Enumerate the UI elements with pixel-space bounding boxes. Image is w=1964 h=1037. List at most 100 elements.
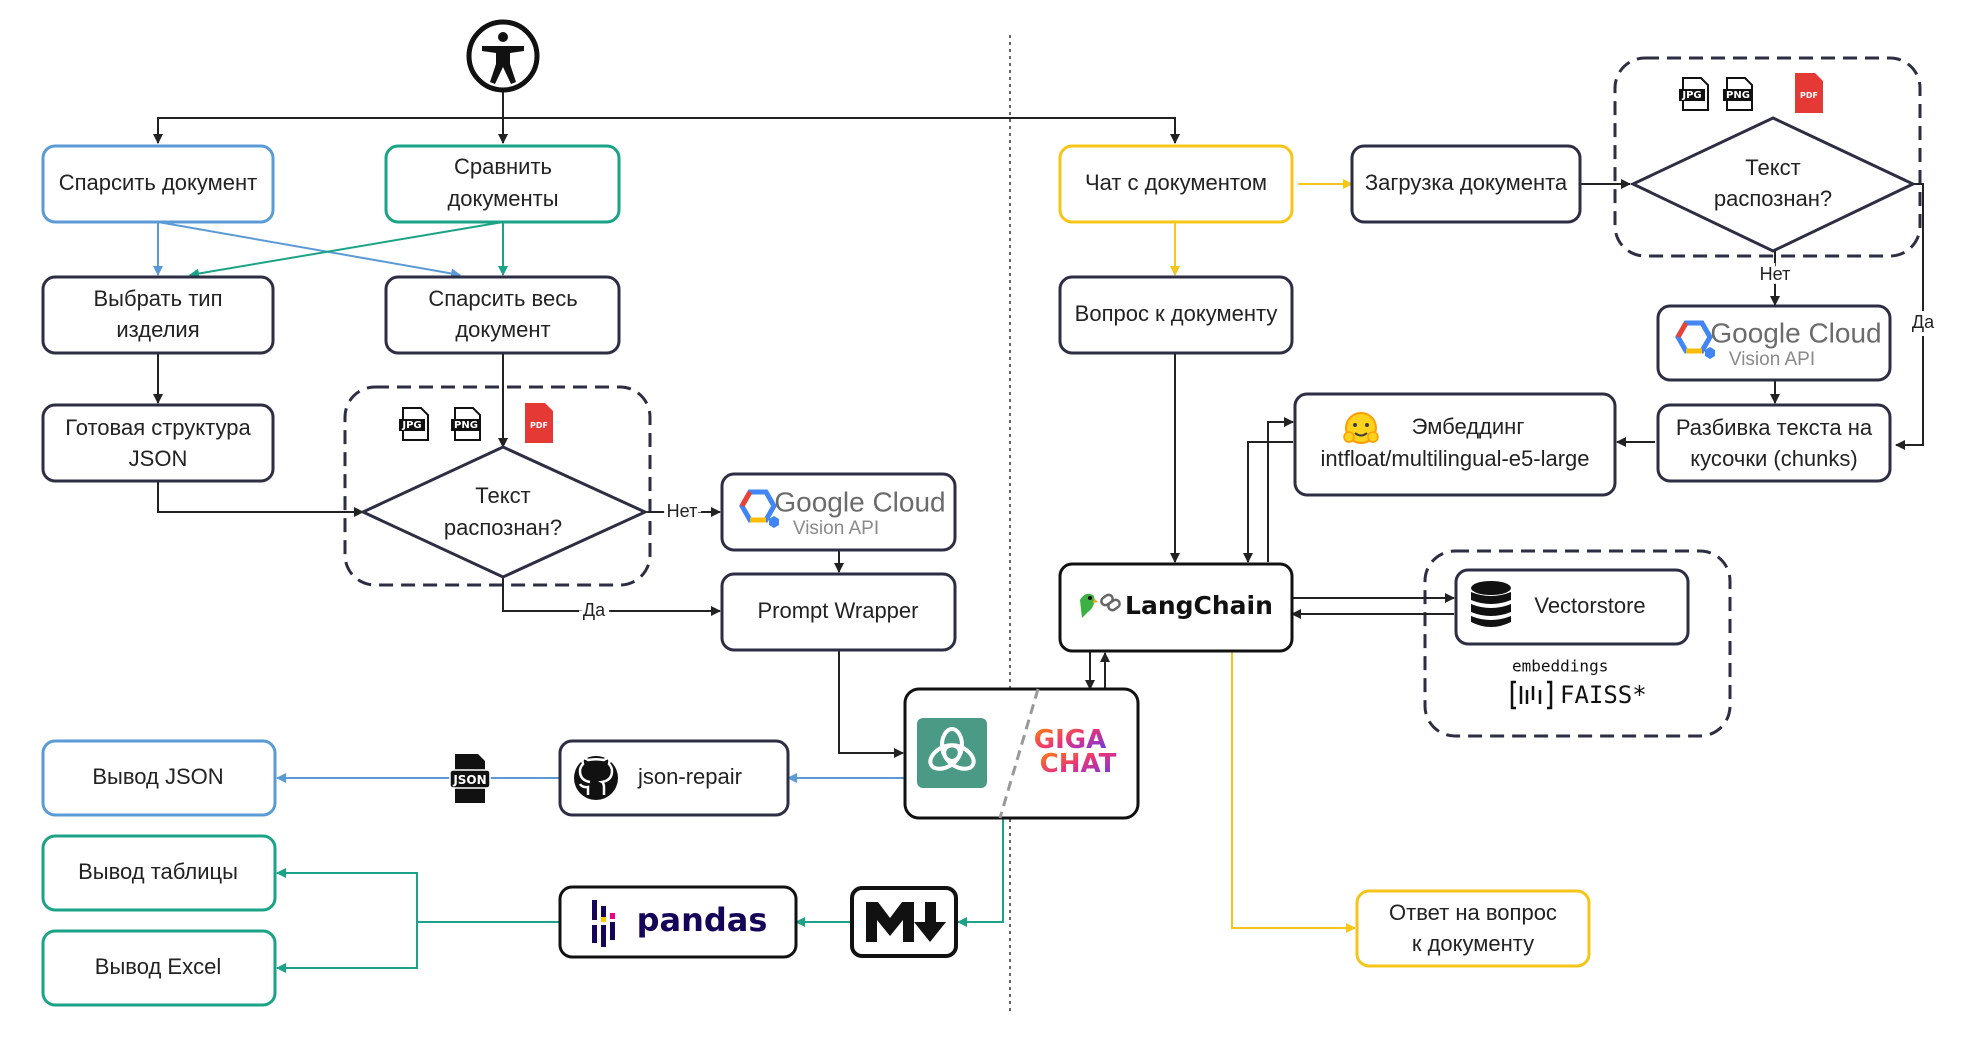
chat-with-document-node[interactable]: Чат с документом (1058, 144, 1294, 224)
text-chunking-label-1: Разбивка текста на (1676, 415, 1873, 440)
vision-api-label: Vision API (793, 518, 879, 539)
hugging-face-icon (1343, 412, 1379, 444)
choose-product-type-label-1: Выбрать тип (93, 286, 222, 311)
edge-label-yes-right: Да (1912, 312, 1935, 332)
google-cloud-vision-node-right[interactable]: Google Cloud Vision API (1656, 304, 1892, 382)
svg-text:PNG: PNG (1726, 90, 1750, 101)
faiss-logo: embeddings FAISS* (1510, 657, 1647, 710)
upload-document-node[interactable]: Загрузка документа (1350, 144, 1582, 224)
chat-with-document-label: Чат с документом (1085, 170, 1267, 195)
svg-text:PDF: PDF (530, 421, 548, 430)
text-recognized-decision-right[interactable]: Текст распознан? (1629, 116, 1917, 253)
gigachat-logo: GIGA CHAT (1034, 725, 1117, 779)
parse-document-node[interactable]: Спарсить документ (41, 144, 275, 224)
prompt-wrapper-node[interactable]: Prompt Wrapper (720, 572, 957, 652)
github-icon (574, 756, 618, 800)
output-excel-label: Вывод Excel (95, 954, 221, 979)
google-cloud-icon (739, 489, 779, 528)
accessibility-person-icon (466, 19, 540, 93)
markdown-icon (866, 902, 946, 942)
embedding-label-1: Эмбеддинг (1412, 414, 1525, 439)
prompt-wrapper-label: Prompt Wrapper (758, 598, 919, 623)
parse-whole-document-node[interactable]: Спарсить весь документ (384, 275, 621, 355)
compare-documents-label-1: Сравнить (454, 154, 552, 179)
question-to-document-node[interactable]: Вопрос к документу (1058, 275, 1294, 355)
openai-icon (917, 718, 987, 788)
svg-text:GIGA: GIGA (1034, 725, 1106, 755)
edges-teal (189, 221, 1004, 973)
pandas-label: pandas (637, 901, 768, 939)
edges-dark (153, 90, 1924, 758)
compare-documents-node[interactable]: Сравнить документы (384, 144, 621, 224)
pandas-node[interactable]: pandas (558, 885, 798, 959)
pandas-icon (592, 900, 615, 947)
upload-document-label: Загрузка документа (1365, 170, 1568, 195)
compare-documents-label-2: документы (447, 186, 558, 211)
answer-node[interactable]: Ответ на вопрос к документу (1355, 889, 1591, 968)
text-chunking-label-2: кусочки (chunks) (1690, 446, 1857, 471)
faiss-icon (1510, 680, 1553, 710)
output-excel-node[interactable]: Вывод Excel (41, 929, 277, 1007)
choose-product-type-label-2: изделия (116, 317, 199, 342)
google-cloud-vision-node-left[interactable]: Google Cloud Vision API (720, 472, 957, 552)
svg-text:CHAT: CHAT (1040, 749, 1117, 779)
text-recognized-right-label-2: распознан? (1714, 186, 1832, 211)
output-json-node[interactable]: Вывод JSON (41, 739, 277, 817)
output-json-label: Вывод JSON (92, 764, 223, 789)
embeddings-caption: embeddings (1512, 657, 1608, 676)
svg-text:JPG: JPG (401, 420, 421, 431)
jpg-file-icon: JPG (399, 407, 429, 441)
edges-yellow (1170, 179, 1356, 933)
text-recognized-decision-left[interactable]: Текст распознан? (359, 445, 649, 579)
ready-json-structure-label-2: JSON (129, 446, 188, 471)
parrot-link-icon (1080, 593, 1121, 618)
edge-label-yes-left: Да (583, 600, 606, 620)
vectorstore-label: Vectorstore (1534, 593, 1645, 618)
ocr-group-right (1613, 56, 1922, 258)
output-table-label: Вывод таблицы (78, 859, 238, 884)
json-repair-label: json-repair (637, 764, 742, 789)
svg-text:JPG: JPG (1681, 90, 1701, 101)
json-repair-node[interactable]: json-repair (558, 739, 790, 817)
svg-text:PDF: PDF (1800, 91, 1818, 100)
pdf-file-icon: PDF (525, 403, 553, 443)
question-to-document-label: Вопрос к документу (1075, 301, 1278, 326)
embedding-label-2: intfloat/multilingual-e5-large (1320, 446, 1589, 471)
ocr-group-left (343, 385, 652, 587)
llm-node[interactable]: GIGA CHAT (903, 687, 1140, 820)
text-recognized-label-1: Текст (475, 483, 530, 508)
parse-document-label: Спарсить документ (59, 170, 258, 195)
google-cloud-label: Google Cloud (1710, 317, 1881, 348)
google-cloud-icon (1675, 320, 1715, 359)
png-file-icon: PNG (451, 407, 481, 441)
text-recognized-label-2: распознан? (444, 515, 562, 540)
svg-text:JSON: JSON (452, 773, 486, 787)
vectorstore-node[interactable]: Vectorstore (1454, 568, 1690, 646)
embedding-node[interactable]: Эмбеддинг intfloat/multilingual-e5-large (1293, 392, 1617, 497)
ready-json-structure-node[interactable]: Готовая структура JSON (41, 403, 275, 483)
edges-blue (153, 221, 908, 783)
vision-api-label: Vision API (1729, 349, 1815, 370)
langchain-label: LangChain (1125, 591, 1273, 620)
parse-whole-document-label-1: Спарсить весь (428, 286, 577, 311)
answer-label-1: Ответ на вопрос (1389, 900, 1557, 925)
jpg-file-icon: JPG (1679, 77, 1709, 111)
faiss-label: FAISS* (1560, 681, 1647, 709)
ready-json-structure-label-1: Готовая структура (65, 415, 251, 440)
langchain-node[interactable]: LangChain (1058, 562, 1294, 653)
pdf-file-icon: PDF (1795, 73, 1823, 113)
database-icon (1471, 581, 1511, 627)
edge-label-no-left: Нет (667, 501, 698, 521)
choose-product-type-node[interactable]: Выбрать тип изделия (41, 275, 275, 355)
svg-text:PNG: PNG (454, 420, 478, 431)
text-recognized-right-label-1: Текст (1745, 155, 1800, 180)
google-cloud-label: Google Cloud (774, 486, 945, 517)
json-file-icon: JSON (449, 754, 491, 803)
output-table-node[interactable]: Вывод таблицы (41, 834, 277, 912)
markdown-node[interactable] (850, 886, 958, 958)
png-file-icon: PNG (1723, 77, 1753, 111)
answer-label-2: к документу (1412, 931, 1534, 956)
text-chunking-node[interactable]: Разбивка текста на кусочки (chunks) (1656, 403, 1892, 483)
parse-whole-document-label-2: документ (455, 317, 550, 342)
